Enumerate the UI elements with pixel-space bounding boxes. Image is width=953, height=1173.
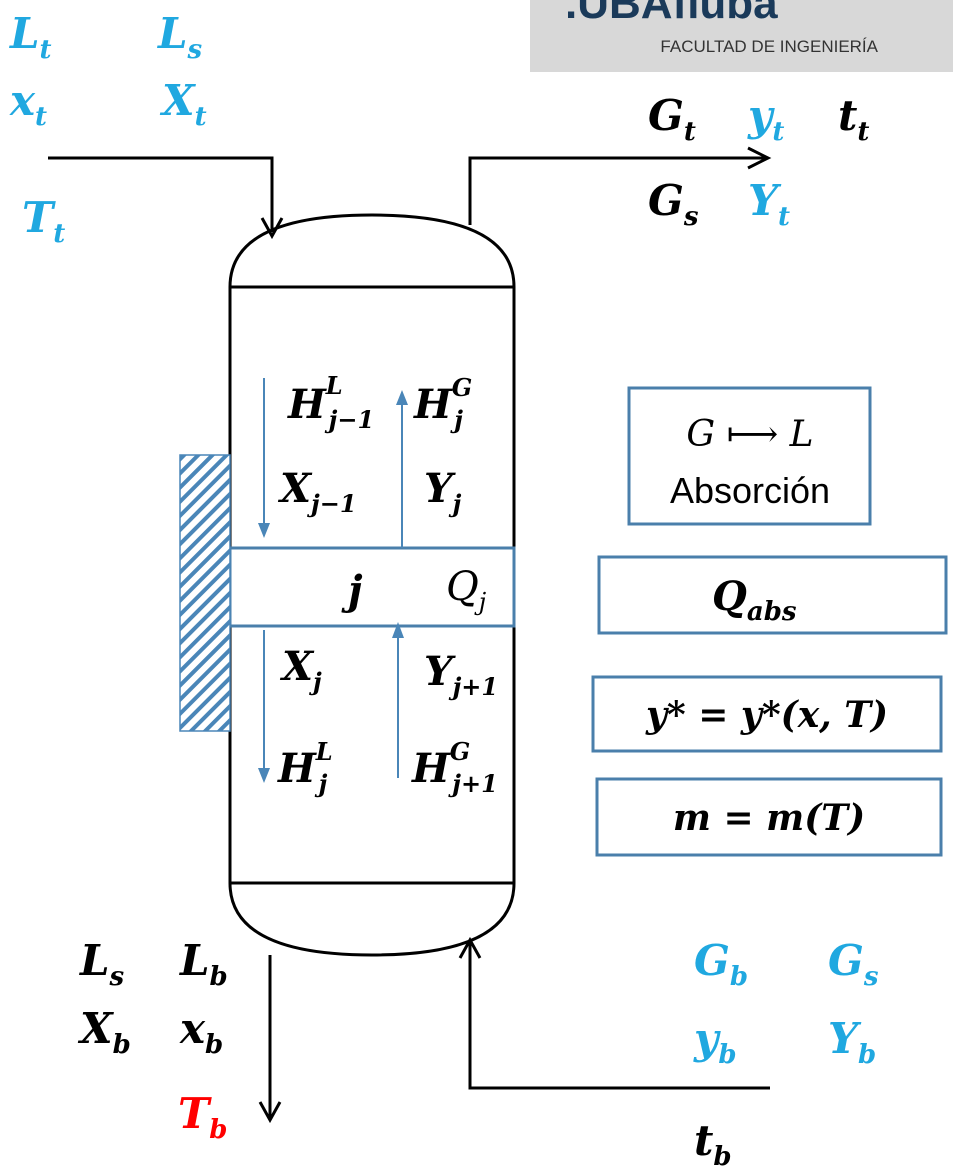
- label-tb: tb: [694, 1116, 732, 1172]
- liquid-inlet-line: [48, 156, 274, 232]
- label-tt: tt: [838, 91, 869, 147]
- liquid-down-arrow-lower-head: [258, 768, 270, 783]
- bottom-head: [228, 882, 516, 957]
- slope-equation: m = m(T): [673, 797, 865, 839]
- absorption-mapping: G ⟼ L: [686, 414, 813, 455]
- label-yt: yt: [747, 91, 784, 147]
- gas-up-arrow-lower-head: [392, 622, 404, 638]
- label-xt: xt: [9, 76, 47, 132]
- top-head: [228, 213, 516, 288]
- slope-box: [595, 777, 943, 857]
- heat-box: [597, 555, 948, 635]
- bottom-left-labels: Ls Lb Xb xb Tb: [77, 936, 228, 1145]
- logo-subtitle: FACULTAD DE INGENIERÍA: [660, 37, 878, 56]
- logo: .UBAfiuba FACULTAD DE INGENIERÍA: [530, 0, 953, 72]
- label-Y-j: Yj: [424, 465, 462, 518]
- box-texts: G ⟼ L Absorción Qabs y* = y*(x, T) m = m…: [645, 414, 888, 839]
- label-Ls-top: Ls: [157, 9, 203, 65]
- top-left-labels: Lt Ls xt Xt Tt: [9, 9, 207, 249]
- label-Yt: Yt: [748, 176, 790, 232]
- label-stage-j: j: [341, 567, 363, 614]
- label-Xb: Xb: [77, 1004, 131, 1060]
- equilibrium-box: [591, 675, 943, 753]
- heat-label: Qabs: [712, 573, 797, 627]
- gas-outlet-arrowhead: [747, 146, 772, 170]
- label-xb: xb: [179, 1004, 223, 1060]
- label-Xt: Xt: [159, 76, 207, 132]
- label-X-j-minus-1: Xj−1: [277, 465, 357, 518]
- equilibrium-equation: y* = y*(x, T): [645, 694, 888, 736]
- gas-inlet-arrowhead: [458, 936, 482, 959]
- label-Tt: Tt: [22, 193, 65, 249]
- absorption-box: [627, 386, 872, 526]
- logo-background: [530, 0, 953, 72]
- label-Lb: Lb: [179, 936, 228, 992]
- label-Ls-bottom: Ls: [79, 936, 125, 992]
- side-boxes: [591, 386, 948, 857]
- label-Yb: Yb: [828, 1014, 876, 1070]
- label-Lt: Lt: [9, 9, 52, 65]
- gas-up-arrow-upper-head: [396, 390, 408, 405]
- label-Gs-top: Gs: [648, 176, 699, 232]
- streams: [48, 146, 772, 1124]
- label-Y-j-plus-1: Yj+1: [424, 648, 498, 701]
- label-yb: yb: [693, 1014, 737, 1070]
- label-Q-j: Qj: [446, 564, 487, 616]
- absorption-label: Absorción: [670, 470, 830, 511]
- liquid-outlet-arrowhead: [258, 1101, 282, 1124]
- logo-brand: .UBAfiuba: [565, 0, 778, 28]
- liquid-inlet-arrowhead: [260, 217, 284, 240]
- label-X-j: Xj: [279, 643, 322, 696]
- insulation-hatch: [179, 454, 231, 732]
- top-right-labels: Gt yt tt Gs Yt: [648, 91, 869, 232]
- gas-outlet-line: [468, 156, 768, 225]
- liquid-down-arrow-upper-head: [258, 523, 270, 538]
- label-Tb: Tb: [178, 1089, 227, 1145]
- label-Gs-bottom: Gs: [828, 936, 879, 992]
- internal-flows: [258, 378, 408, 783]
- bottom-right-labels: Gb Gs yb Yb tb: [693, 936, 879, 1172]
- label-Gb: Gb: [694, 936, 748, 992]
- gas-inlet-line: [468, 940, 770, 1090]
- label-Gt: Gt: [648, 91, 696, 147]
